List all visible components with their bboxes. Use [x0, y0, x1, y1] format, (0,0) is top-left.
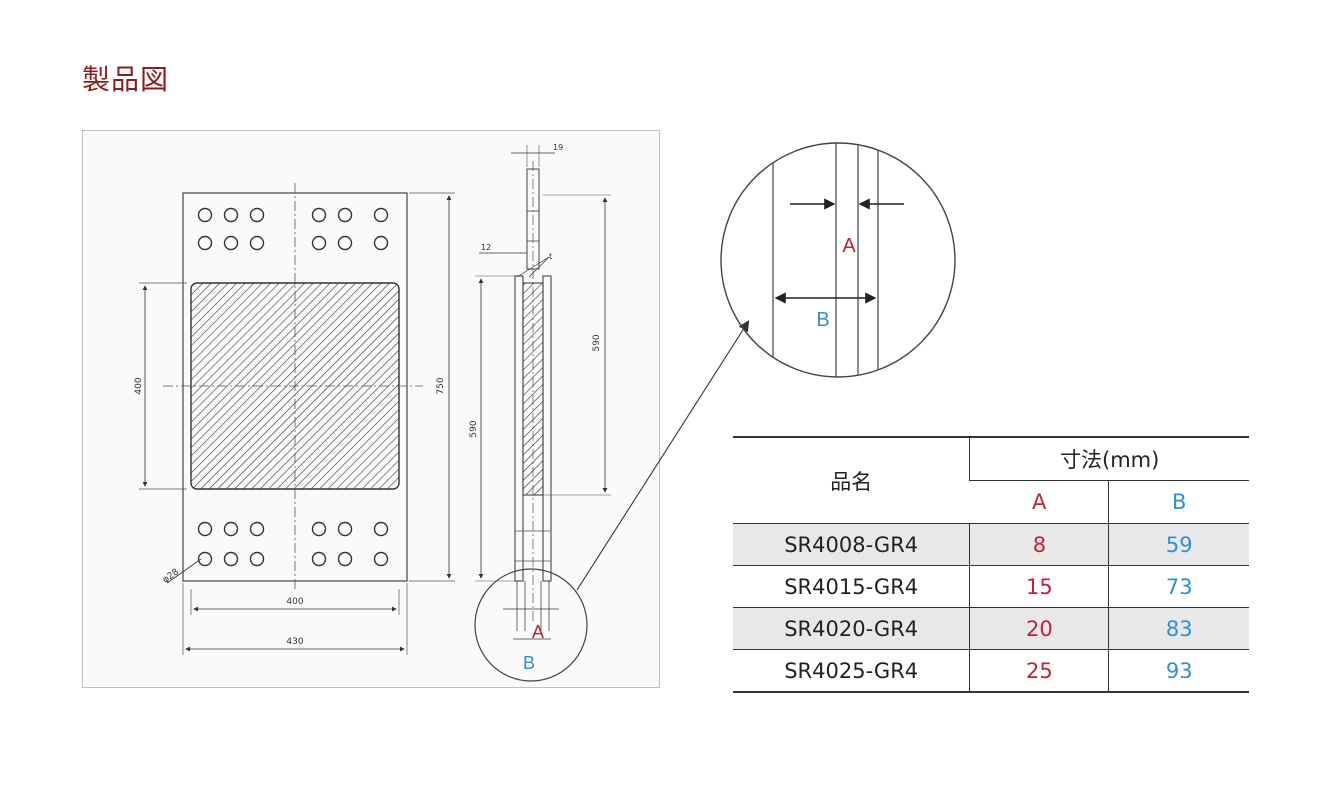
hole-leader	[166, 558, 202, 584]
dim-pad-width: 400	[286, 597, 303, 607]
table-row: SR4020-GR4 20 83	[733, 607, 1249, 650]
header-product-name: 品名	[733, 436, 970, 524]
cell-product-name: SR4008-GR4	[733, 523, 970, 566]
dim-hole: φ28	[161, 567, 181, 585]
cell-a: 15	[969, 565, 1109, 608]
cell-b: 73	[1108, 565, 1249, 608]
dim-pad-height: 400	[134, 377, 144, 394]
cell-b: 83	[1108, 607, 1249, 650]
zoom-svg: A B	[720, 142, 956, 378]
cell-product-name: SR4020-GR4	[733, 607, 970, 650]
zoom-circle	[720, 142, 956, 378]
product-drawing: φ28 400 750 400 430	[82, 130, 660, 688]
dim-thickness: t	[549, 252, 552, 261]
header-b: B	[1108, 480, 1249, 524]
page-title: 製品図	[82, 63, 170, 96]
zoom-label-a: A	[842, 235, 856, 257]
detail-circle	[474, 568, 588, 682]
cell-product-name: SR4015-GR4	[733, 565, 970, 608]
cell-a: 25	[969, 649, 1109, 693]
dim-total-height: 750	[436, 377, 446, 394]
drawing-svg: φ28 400 750 400 430	[134, 143, 611, 682]
cell-a: 8	[969, 523, 1109, 566]
cell-b: 59	[1108, 523, 1249, 566]
drawing-label-b: B	[523, 653, 535, 673]
dimension-table: 品名 寸法(mm) A B SR4008-GR4 8 59 SR4015-GR4…	[733, 436, 1249, 693]
drawing-label-a: A	[532, 622, 544, 642]
table-row: SR4025-GR4 25 93	[733, 649, 1249, 693]
dim-flange: 12	[481, 243, 491, 252]
header-dimensions: 寸法(mm)	[969, 436, 1249, 481]
cell-b: 93	[1108, 649, 1249, 693]
zoom-label-b: B	[816, 309, 829, 331]
cell-a: 20	[969, 607, 1109, 650]
table-row: SR4015-GR4 15 73	[733, 565, 1249, 608]
header-a: A	[969, 480, 1109, 524]
dim-upper-height: 590	[592, 334, 602, 351]
dim-lower-height: 590	[469, 420, 479, 437]
dim-top-width: 19	[553, 143, 563, 152]
cell-product-name: SR4025-GR4	[733, 649, 970, 693]
front-view: φ28 400 750 400 430	[134, 183, 455, 655]
dim-total-width: 430	[286, 637, 303, 647]
bolt-holes-bottom	[197, 521, 389, 567]
side-view: 19 12 t 590 590 A	[469, 143, 611, 682]
bolt-holes-top	[197, 207, 389, 251]
table-row: SR4008-GR4 8 59	[733, 523, 1249, 566]
zoom-detail: A B	[718, 140, 958, 380]
